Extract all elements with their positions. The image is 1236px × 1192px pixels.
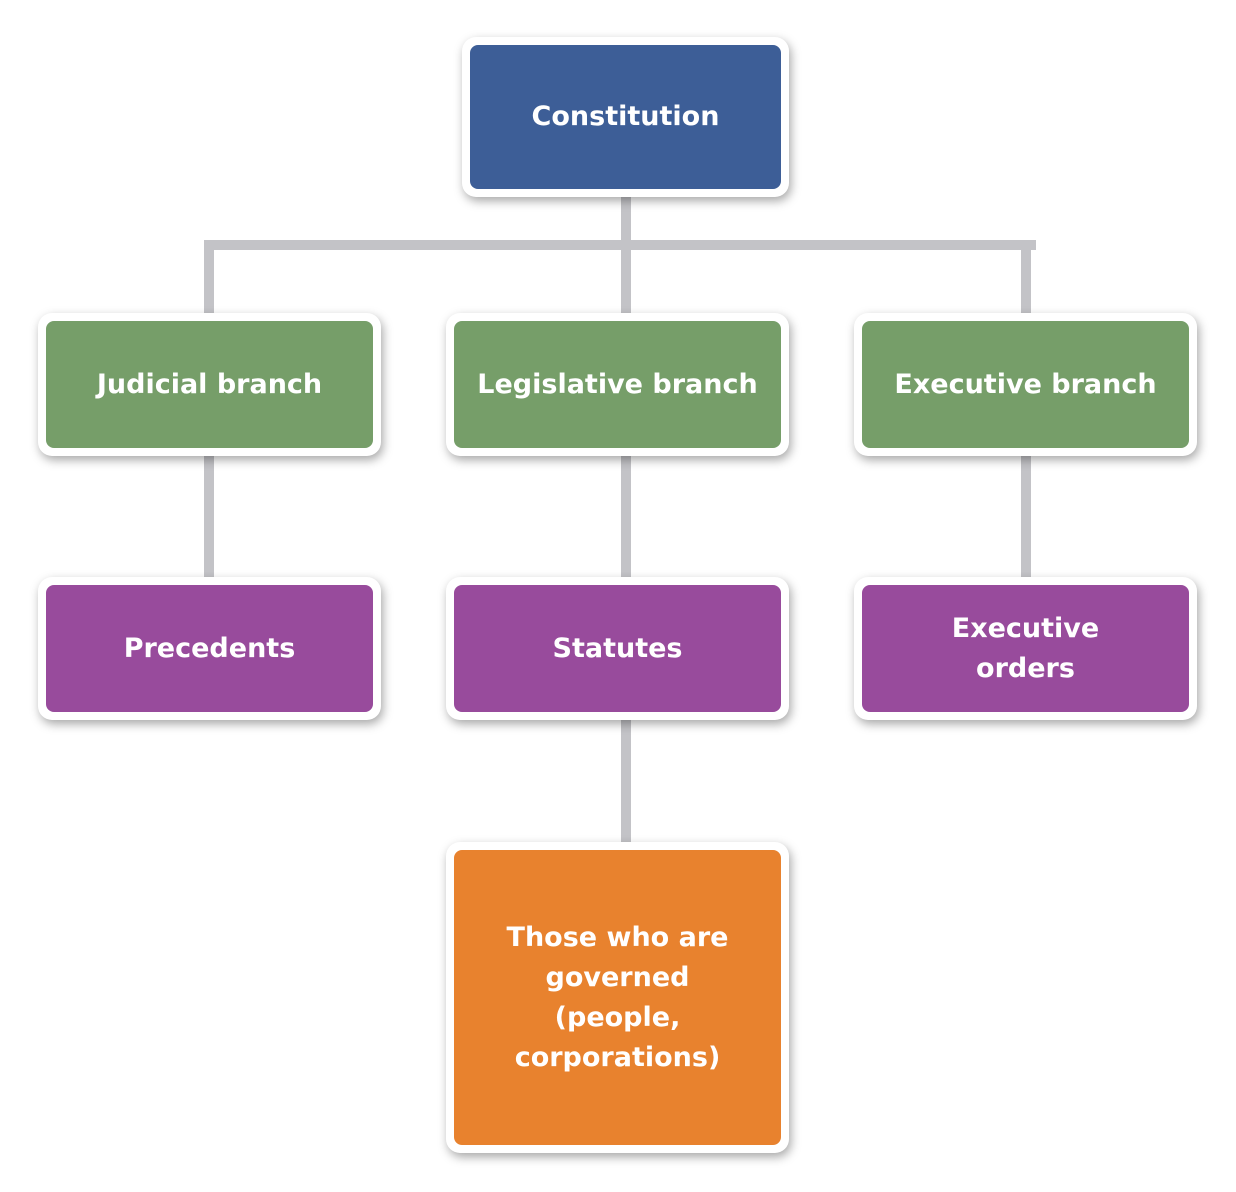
constitution-label: Constitution: [470, 45, 781, 189]
executive-branch-label: Executive branch: [862, 321, 1189, 448]
governed-label: Those who are governed (people, corporat…: [454, 850, 781, 1145]
judicial-branch-node: Judicial branch: [38, 313, 381, 456]
precedents-node: Precedents: [38, 577, 381, 720]
statutes-node: Statutes: [446, 577, 789, 720]
connector-to-executive: [1021, 240, 1031, 320]
executive-orders-node: Executive orders: [854, 577, 1197, 720]
connector-constitution-down: [621, 190, 631, 320]
constitution-node: Constitution: [462, 37, 789, 197]
connector-statutes-governed: [621, 714, 631, 848]
connector-legislative-statutes: [621, 450, 631, 584]
legislative-branch-node: Legislative branch: [446, 313, 789, 456]
connector-judicial-precedents: [204, 450, 214, 584]
precedents-label: Precedents: [46, 585, 373, 712]
statutes-label: Statutes: [454, 585, 781, 712]
connector-horizontal: [204, 240, 1036, 250]
connector-executive-orders: [1021, 450, 1031, 584]
connector-to-judicial: [204, 240, 214, 320]
executive-branch-node: Executive branch: [854, 313, 1197, 456]
judicial-branch-label: Judicial branch: [46, 321, 373, 448]
legislative-branch-label: Legislative branch: [454, 321, 781, 448]
governed-node: Those who are governed (people, corporat…: [446, 842, 789, 1153]
executive-orders-label: Executive orders: [862, 585, 1189, 712]
